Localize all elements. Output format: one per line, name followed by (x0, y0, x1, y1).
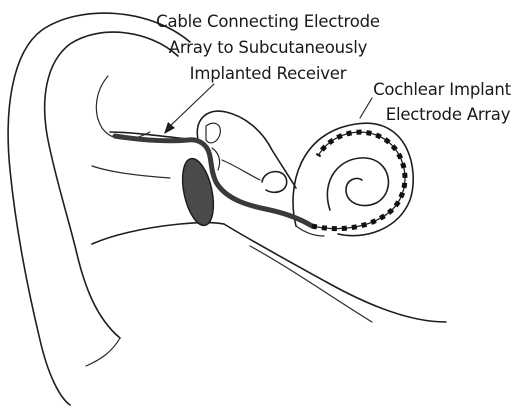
ear-canal (92, 132, 446, 322)
cable-pointer-arrowhead (164, 122, 175, 134)
skull-contour-inner (250, 246, 372, 322)
ossicle-stapes (222, 160, 260, 180)
label-cable-line1: Cable Connecting Electrode (156, 12, 380, 31)
label-array-line2: Electrode Array (386, 105, 511, 124)
cochlea-inner-spiral (327, 158, 388, 210)
ear-helix-outline (8, 13, 190, 405)
label-cable-line3: Implanted Receiver (190, 64, 347, 83)
label-array-line1: Cochlear Implant (373, 80, 512, 99)
label-cable-line2: Array to Subcutaneously (169, 38, 368, 57)
outer-ear (8, 13, 190, 405)
cochlea (293, 123, 413, 236)
array-pointer-line (360, 98, 372, 118)
ossicle-incus (206, 123, 220, 143)
label-electrode-array: Cochlear Implant Electrode Array (373, 80, 512, 124)
ear-antihelix-outline (45, 32, 178, 338)
electrode-array-guide (312, 132, 405, 228)
cable-pointer-line (168, 84, 214, 128)
label-cable: Cable Connecting Electrode Array to Subc… (156, 12, 380, 83)
ear-tragus (92, 166, 170, 178)
electrode-array (312, 132, 405, 228)
electrode-array-contacts (312, 132, 405, 228)
ear-concha (96, 76, 150, 139)
skull-contour (224, 224, 446, 322)
ear-lobe-contour (86, 338, 120, 366)
round-window (262, 172, 287, 193)
pointers (164, 84, 372, 134)
